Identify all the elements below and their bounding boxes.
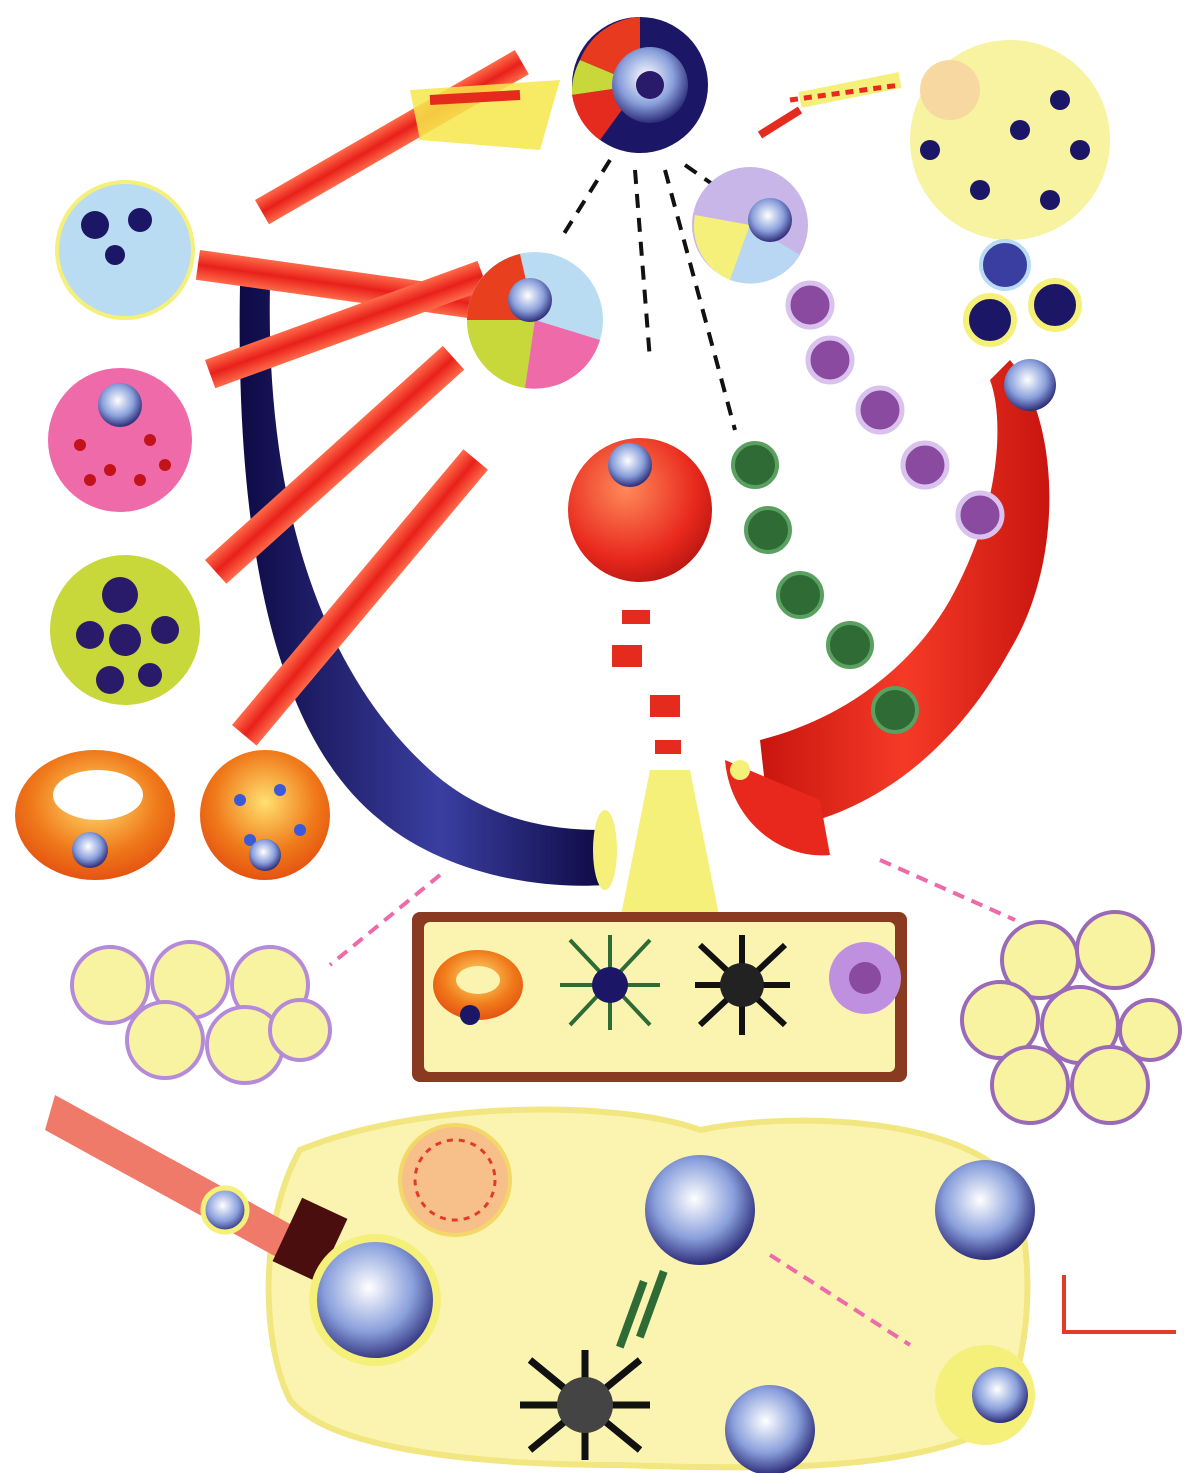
myeloid-progenitor-cell (467, 252, 603, 389)
vein-end (593, 810, 617, 890)
megakaryocyte-chain (733, 443, 917, 732)
granulocyte-cluster (910, 40, 1110, 240)
thymus-duct (45, 1095, 310, 1270)
erythroid-dashes (612, 610, 681, 754)
macrophage-cell (200, 750, 330, 880)
precursor-cells-right (966, 241, 1079, 411)
basophil-cell (57, 182, 193, 318)
platelet-funnel (620, 770, 720, 920)
thymocyte-cell (203, 1188, 247, 1232)
stem-cell (572, 17, 708, 153)
dendritic-core (557, 1377, 613, 1433)
antigen-presenting-box (412, 912, 907, 1082)
erythroblast-cell (568, 438, 712, 582)
lymphoid-progenitor-cell (692, 167, 808, 284)
eosinophil-cell (48, 368, 192, 512)
legend-box (1062, 1275, 1176, 1334)
tissue-cluster-right (962, 912, 1180, 1123)
neutrophil-cell (50, 555, 200, 705)
artery-end (730, 760, 750, 780)
tissue-cluster-left (72, 942, 330, 1083)
monocyte-cell (15, 750, 175, 880)
